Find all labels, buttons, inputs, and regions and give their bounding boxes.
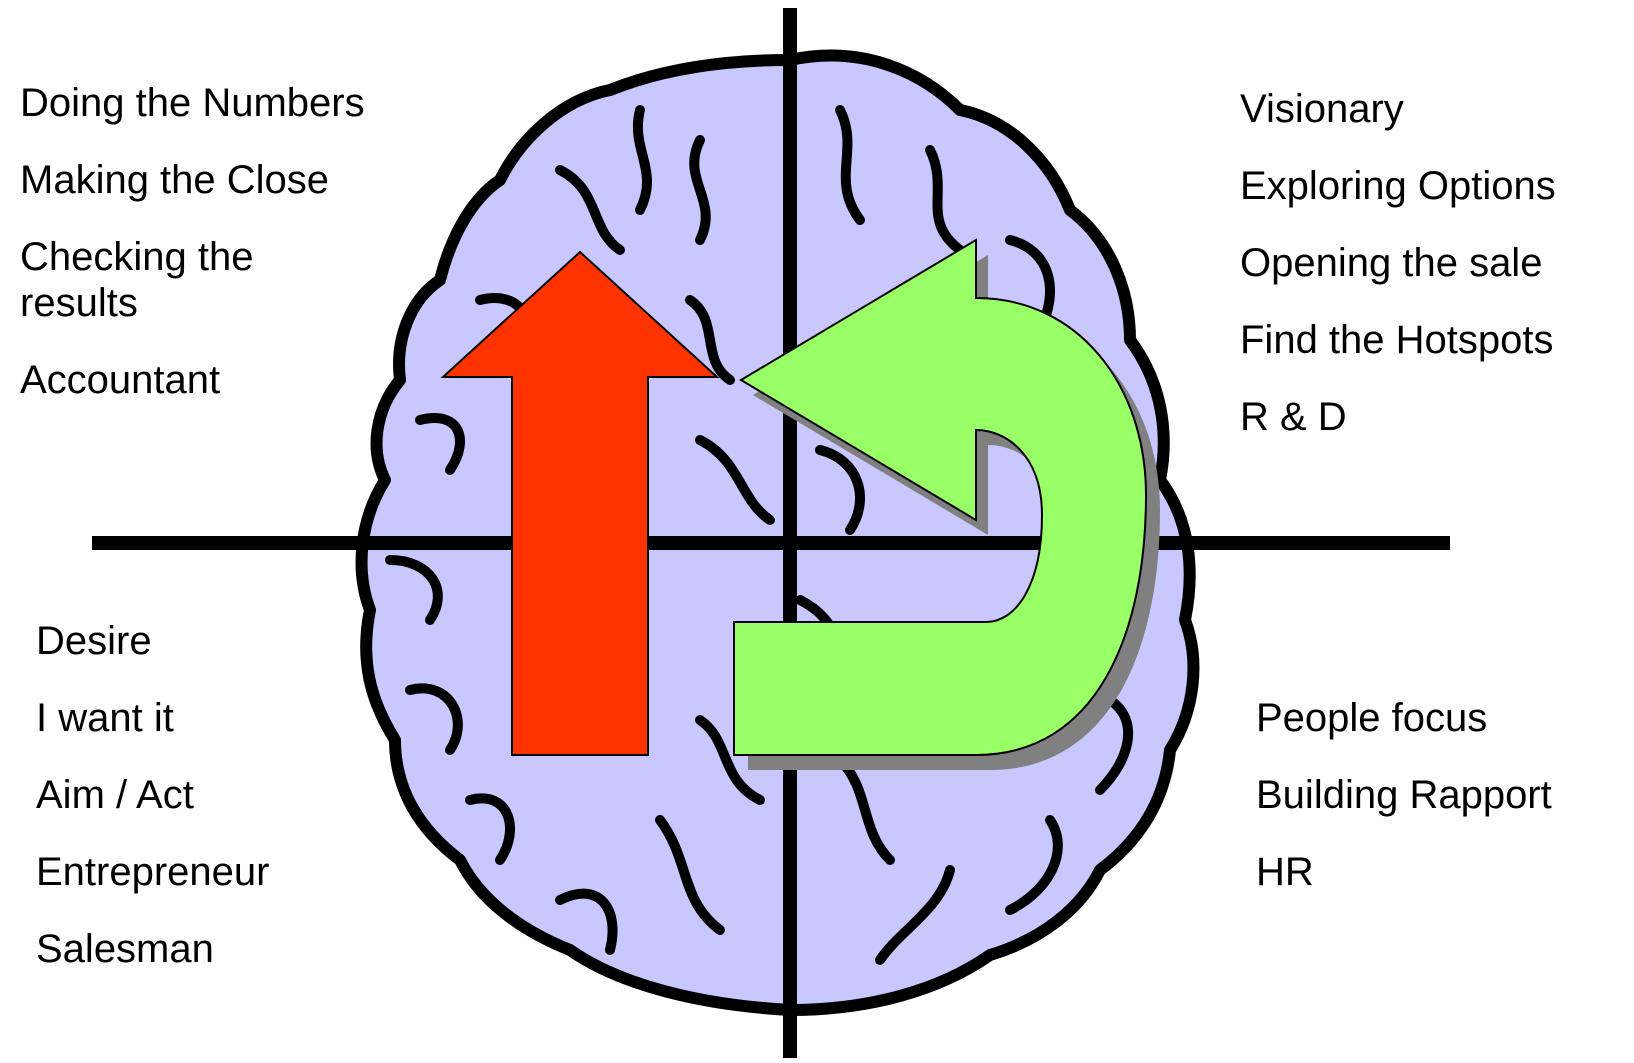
list-item: Aim / Act xyxy=(36,773,194,817)
list-item: Building Rapport xyxy=(1256,773,1552,817)
list-item: Entrepreneur xyxy=(36,850,270,894)
list-item: I want it xyxy=(36,696,174,740)
list-item: Desire xyxy=(36,619,152,663)
list-item: Exploring Options xyxy=(1240,164,1556,208)
list-item: Visionary xyxy=(1240,87,1404,131)
list-item: HR xyxy=(1256,850,1314,894)
list-item: Opening the sale xyxy=(1240,241,1543,285)
list-item: Salesman xyxy=(36,927,214,971)
list-item: Checking the results xyxy=(20,235,254,325)
quadrant-top-left-list: Doing the Numbers Making the Close Check… xyxy=(20,80,380,434)
list-item: Making the Close xyxy=(20,158,330,202)
quadrant-top-right-list: Visionary Exploring Options Opening the … xyxy=(1240,86,1620,471)
u-turn-arrow-icon xyxy=(733,238,1148,756)
quadrant-bottom-left-list: Desire I want it Aim / Act Entrepreneur … xyxy=(36,618,396,1003)
list-item: Find the Hotspots xyxy=(1240,318,1554,362)
list-item: Accountant xyxy=(20,358,221,402)
quadrant-bottom-right-list: People focus Building Rapport HR xyxy=(1256,695,1616,926)
list-item: R & D xyxy=(1240,395,1347,439)
up-arrow-icon xyxy=(440,250,720,756)
list-item: Doing the Numbers xyxy=(20,81,365,125)
list-item: People focus xyxy=(1256,696,1488,740)
